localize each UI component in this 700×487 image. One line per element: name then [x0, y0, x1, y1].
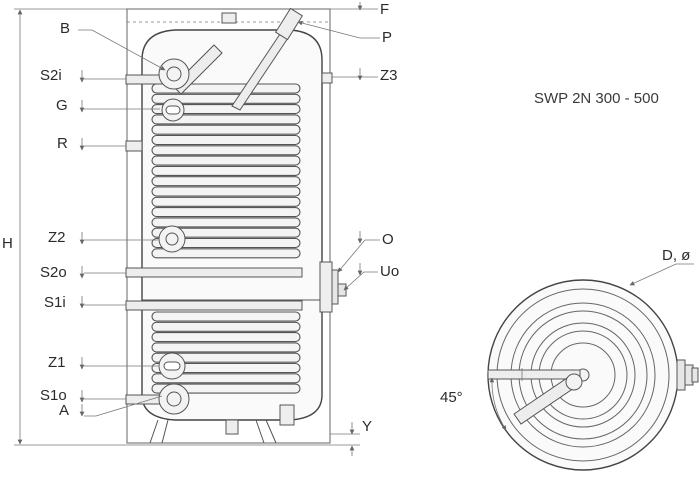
- label-S2o: S2o: [40, 264, 67, 281]
- label-R: R: [57, 135, 68, 152]
- height-dimension: H: [2, 8, 360, 446]
- coil-winding: [151, 237, 301, 249]
- coil-winding: [151, 155, 301, 166]
- lower-heat-exchanger-coil: [151, 311, 301, 394]
- label-S2i: S2i: [40, 67, 62, 84]
- coil-winding: [151, 124, 301, 135]
- label-H: H: [2, 235, 13, 252]
- coil-winding: [151, 227, 301, 238]
- label-Uo: Uo: [380, 263, 399, 280]
- coil-winding: [151, 207, 301, 218]
- inspection-openings: [158, 58, 190, 415]
- coil-winding: [151, 165, 301, 176]
- coil-winding: [151, 342, 301, 353]
- coil-winding: [151, 332, 301, 343]
- coil-winding: [151, 93, 301, 104]
- coil-winding: [151, 217, 301, 228]
- coil-winding: [151, 373, 301, 384]
- label-Z1: Z1: [48, 354, 66, 371]
- coil-winding: [151, 383, 301, 394]
- coil-winding: [151, 248, 301, 259]
- coil-winding: [151, 352, 301, 363]
- right-callouts: F P Z3 O Uo Y: [297, 1, 399, 456]
- label-angle: 45°: [440, 389, 463, 406]
- model-title: SWP 2N 300 - 500: [534, 90, 659, 107]
- coil-winding: [151, 145, 301, 156]
- coil-winding: [151, 114, 301, 125]
- left-callouts: B S2i G R Z2 S2o S1i Z1 S1o A: [40, 20, 166, 419]
- label-Z3: Z3: [380, 67, 398, 84]
- coil-winding: [151, 176, 301, 187]
- plan-view: 45° D, ø: [440, 247, 699, 471]
- label-S1i: S1i: [44, 294, 66, 311]
- label-D: D, ø: [662, 247, 690, 264]
- coil-winding: [151, 311, 301, 322]
- coil-winding: [151, 186, 301, 197]
- label-Y: Y: [362, 418, 372, 435]
- label-P: P: [382, 29, 392, 46]
- label-A: A: [59, 402, 69, 419]
- coil-winding: [151, 362, 301, 374]
- label-F: F: [380, 1, 389, 18]
- label-Z2: Z2: [48, 229, 66, 246]
- label-G: G: [56, 97, 68, 114]
- label-S1o: S1o: [40, 387, 67, 404]
- label-B: B: [60, 20, 70, 37]
- coil-winding: [151, 134, 301, 146]
- label-O: O: [382, 231, 394, 248]
- coil-winding: [151, 196, 301, 207]
- coil-winding: [151, 321, 301, 332]
